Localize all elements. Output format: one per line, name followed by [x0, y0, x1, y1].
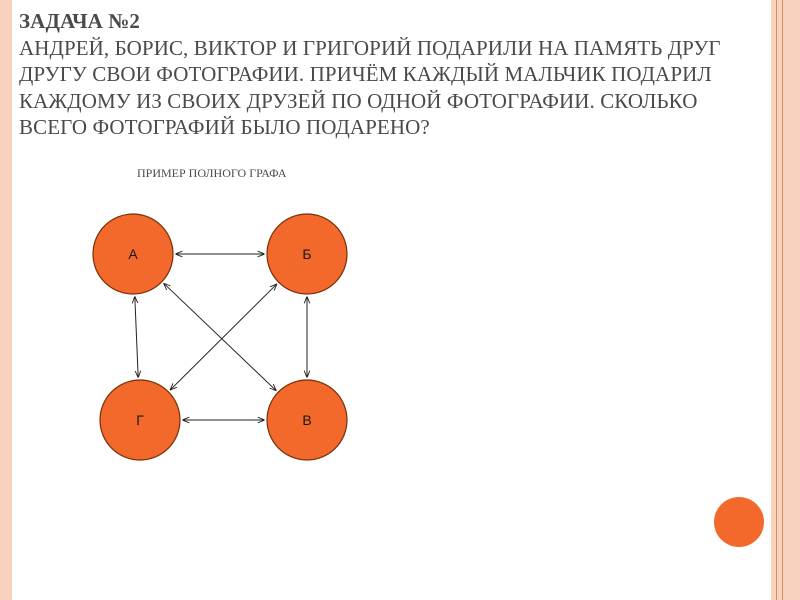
- right-decorative-line: [776, 0, 777, 600]
- graph-node-circle: [266, 379, 348, 461]
- problem-statement: ЗАДАЧА №2 АНДРЕЙ, БОРИС, ВИКТОР И ГРИГОР…: [19, 8, 769, 141]
- right-decorative-band: [771, 0, 800, 600]
- right-decorative-line-second: [782, 0, 783, 600]
- graph-node-A: А: [92, 213, 174, 295]
- graph-node-label: Б: [302, 246, 311, 262]
- graph-node-circle: [99, 379, 181, 461]
- graph-edge-A-V: [164, 284, 276, 391]
- graph-node-circle: [266, 213, 348, 295]
- graph-edge-B-G: [170, 284, 276, 389]
- problem-text: АНДРЕЙ, БОРИС, ВИКТОР И ГРИГОРИЙ ПОДАРИЛ…: [19, 35, 721, 140]
- graph-node-circle: [92, 213, 174, 295]
- graph-node-label: В: [302, 412, 311, 428]
- problem-heading: ЗАДАЧА №2: [19, 9, 141, 33]
- graph-node-label: Г: [136, 412, 144, 428]
- graph-edges: [135, 254, 307, 420]
- graph-caption: ПРИМЕР ПОЛНОГО ГРАФА: [137, 166, 287, 180]
- graph-nodes: А Б Г В: [92, 213, 348, 461]
- graph-node-label: А: [128, 246, 138, 262]
- graph-node-B: Б: [266, 213, 348, 295]
- graph-edge-A-G: [135, 297, 138, 377]
- left-decorative-band: [0, 0, 12, 600]
- decorative-orange-circle: [714, 497, 764, 547]
- graph-node-V: В: [266, 379, 348, 461]
- graph-node-G: Г: [99, 379, 181, 461]
